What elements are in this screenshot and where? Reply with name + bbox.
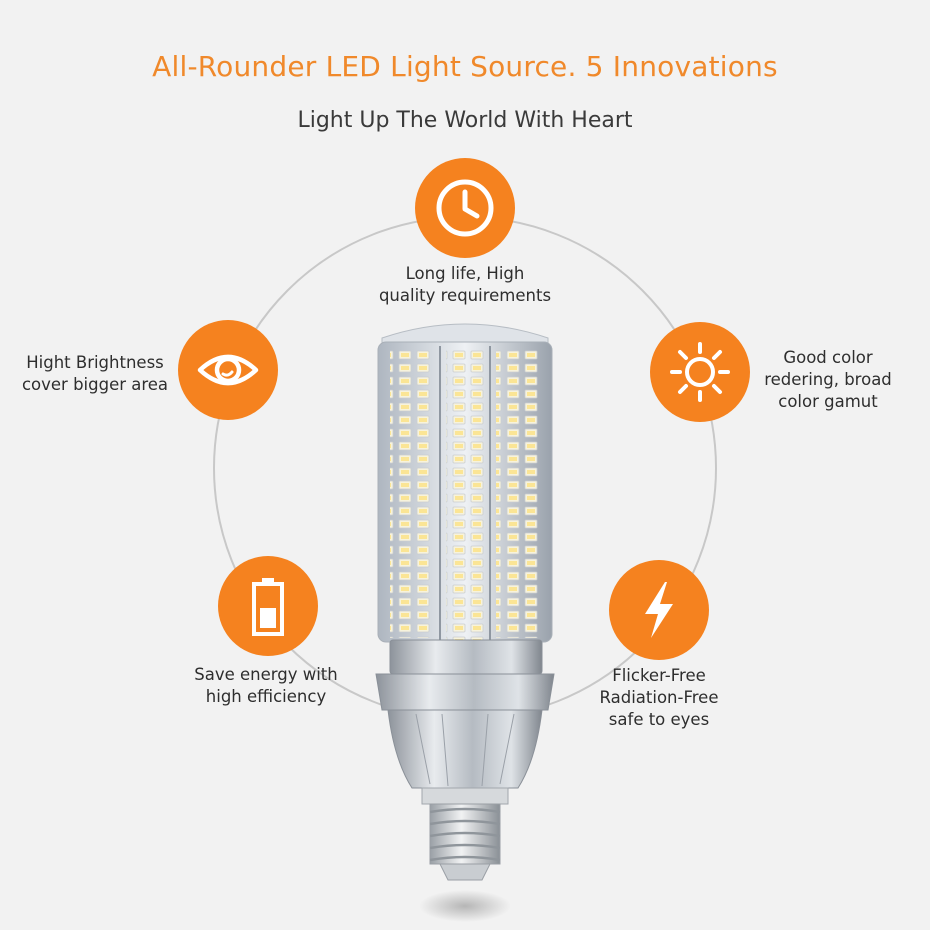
eye-icon	[197, 354, 259, 386]
page-subtitle: Light Up The World With Heart	[297, 108, 633, 133]
feature-long-life-label: Long life, High quality requirements	[378, 264, 552, 305]
lightning-badge	[609, 560, 709, 660]
battery-icon	[252, 578, 284, 636]
page-title: All-Rounder LED Light Source. 5 Innovati…	[152, 50, 778, 83]
battery-badge	[218, 556, 318, 656]
sun-icon	[670, 342, 730, 402]
led-bulb-image	[375, 323, 555, 922]
sun-badge	[650, 322, 750, 422]
feature-brightness-label: Hight Brightness cover bigger area	[21, 353, 169, 394]
clock-icon	[436, 179, 494, 237]
feature-energy-label: Save energy with high efficiency	[194, 665, 338, 706]
feature-flicker-label: Flicker-Free Radiation-Free safe to eyes	[599, 666, 719, 729]
feature-color-label: Good color redering, broad color gamut	[764, 348, 892, 411]
clock-badge	[415, 158, 515, 258]
eye-badge	[178, 320, 278, 420]
lightning-icon	[645, 582, 673, 638]
